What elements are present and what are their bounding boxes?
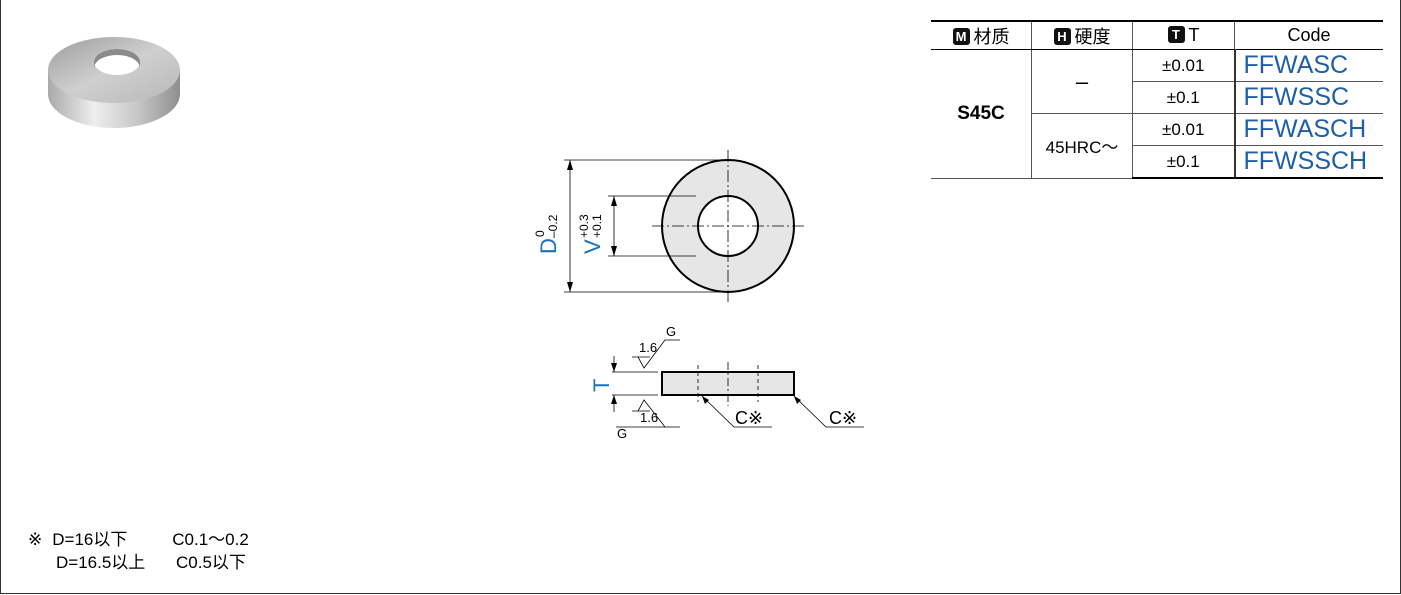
code-link[interactable]: FFWASCH — [1233, 113, 1383, 146]
d-dimension-label: D — [536, 238, 561, 254]
grind-mark-bottom: G — [617, 426, 627, 441]
front-view — [564, 150, 804, 302]
code-link[interactable]: FFWSSC — [1233, 81, 1383, 114]
material-badge-icon: M — [952, 27, 970, 45]
material-cell: S45C — [931, 49, 1032, 179]
hardness-cell: – — [1031, 49, 1133, 114]
grind-mark-top: G — [666, 324, 676, 339]
header-code: Code — [1234, 20, 1383, 50]
v-dimension-label: V — [580, 239, 605, 254]
table-row: ±0.1 FFWSSCH — [931, 145, 1383, 179]
roughness-top: 1.6 — [639, 340, 657, 355]
hardness-badge-icon: H — [1053, 27, 1071, 45]
side-view — [611, 339, 864, 428]
tolerance-cell: ±0.1 — [1132, 145, 1235, 179]
code-link[interactable]: FFWSSCH — [1233, 145, 1383, 179]
d-tolerance-upper: 0 — [533, 230, 547, 237]
table-row: S45C – ±0.01 FFWASC — [931, 49, 1383, 179]
v-tolerance-upper: +0.3 — [577, 214, 591, 238]
table-row: 45HRC～ ±0.01 FFWASCH — [931, 113, 1383, 179]
thickness-badge-icon: T — [1167, 26, 1185, 43]
roughness-bottom: 1.6 — [640, 410, 658, 425]
v-tolerance-lower: +0.1 — [590, 214, 604, 238]
tolerance-cell: ±0.01 — [1132, 49, 1235, 82]
footnote-mark: ※ — [28, 530, 43, 549]
table-row: ±0.1 FFWSSC — [931, 81, 1383, 114]
t-dimension-label: T — [589, 379, 614, 392]
hardness-cell: 45HRC～ — [1031, 113, 1133, 179]
tolerance-cell: ±0.01 — [1132, 113, 1235, 146]
chamfer-note-right: C※ — [829, 408, 857, 428]
d-tolerance-lower: –0.2 — [546, 214, 560, 238]
code-link[interactable]: FFWASC — [1233, 49, 1383, 82]
tolerance-cell: ±0.1 — [1132, 81, 1235, 114]
technical-drawing: D 0 –0.2 V +0.3 +0.1 1.6 G 1.6 G T — [533, 150, 864, 441]
chamfer-note-left: C※ — [735, 408, 763, 428]
product-photo — [48, 37, 180, 128]
